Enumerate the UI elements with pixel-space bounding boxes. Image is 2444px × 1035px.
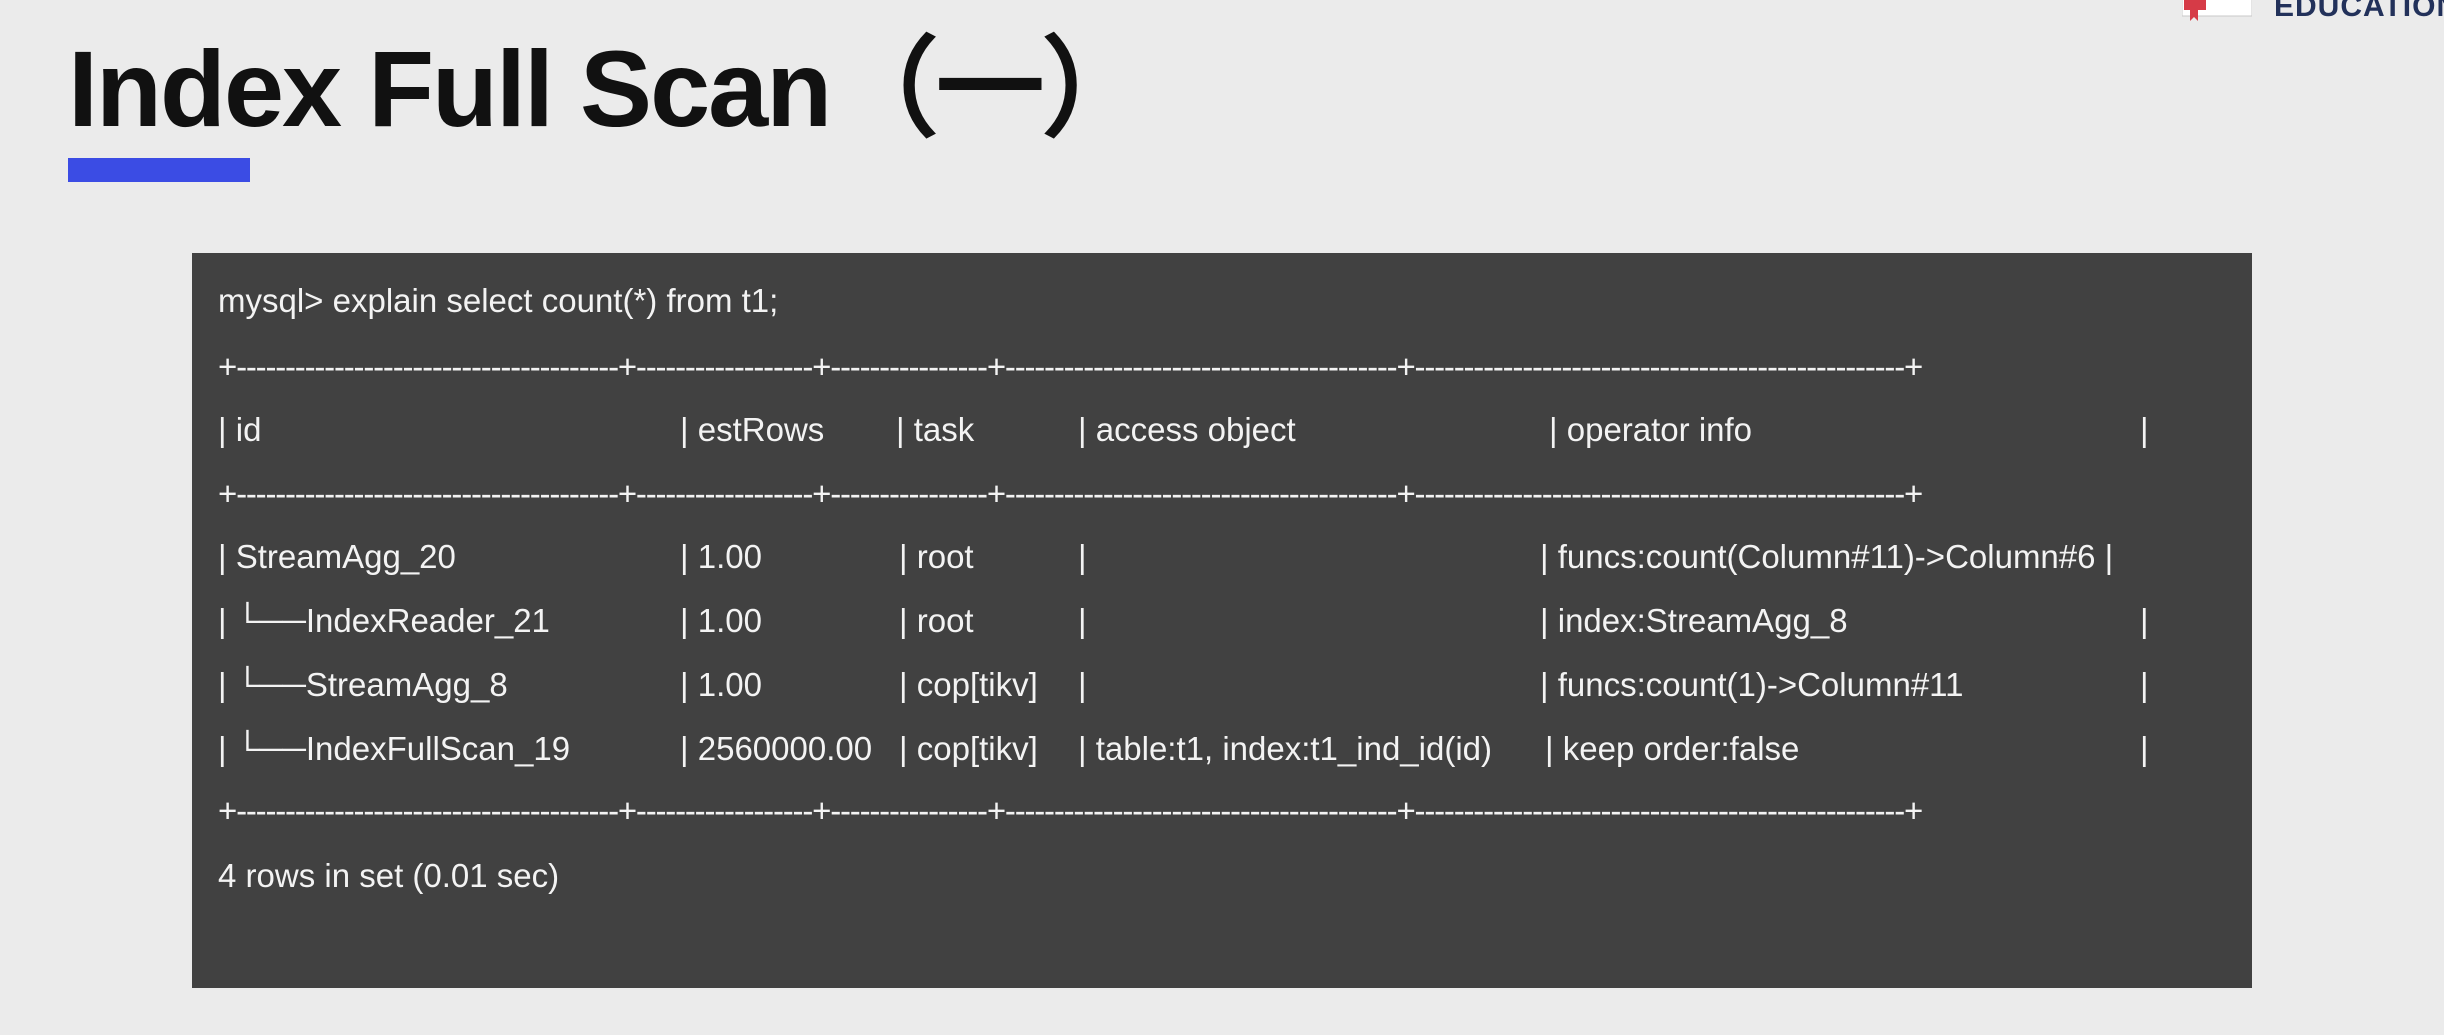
education-logo: EDUCATION <box>2178 0 2444 26</box>
cell-end-border: | <box>2140 730 2149 767</box>
cell-operator-info: | funcs:count(1)->Column#11 <box>1540 666 1964 703</box>
cell-operator-info: | funcs:count(Column#11)->Column#6 | <box>1540 538 2114 575</box>
slide-title: Index Full Scan（一） <box>68 28 1150 149</box>
logo-text: EDUCATION <box>2274 0 2444 23</box>
cell-id: | StreamAgg_20 <box>218 538 456 575</box>
header-operator-info: | operator info <box>1549 411 1753 448</box>
cell-task: | root <box>899 602 974 639</box>
cell-task: | cop[tikv] <box>899 666 1038 703</box>
cell-task: | root <box>899 538 974 575</box>
header-id: | id <box>218 411 262 448</box>
cell-end-border: | <box>2140 602 2149 639</box>
cell-access-object: | <box>1078 666 1087 703</box>
cell-access-object: | table:t1, index:t1_ind_id(id) <box>1078 730 1492 767</box>
cell-access-object: | <box>1078 538 1087 575</box>
cell-estrows: | 1.00 <box>680 602 762 639</box>
header-access-object: | access object <box>1078 411 1296 448</box>
header-end-border: | <box>2140 411 2149 448</box>
cell-operator-info: | index:StreamAgg_8 <box>1540 602 1848 639</box>
cell-id: | └──StreamAgg_8 <box>218 666 508 703</box>
result-summary: 4 rows in set (0.01 sec) <box>218 857 560 894</box>
cell-id: | └──IndexFullScan_19 <box>218 730 571 767</box>
cell-id: | └──IndexReader_21 <box>218 602 550 639</box>
title-underline <box>68 158 250 182</box>
cell-end-border: | <box>2140 666 2149 703</box>
terminal-output: mysql> explain select count(*) from t1; … <box>192 253 2252 988</box>
table-border-mid: +---------------------------------------… <box>218 475 1923 512</box>
cell-access-object: | <box>1078 602 1087 639</box>
header-task: | task <box>896 411 975 448</box>
sql-prompt: mysql> explain select count(*) from t1; <box>218 282 779 319</box>
cell-operator-info: | keep order:false <box>1545 730 1800 767</box>
table-border-bottom: +---------------------------------------… <box>218 792 1923 829</box>
cell-estrows: | 1.00 <box>680 666 762 703</box>
header-estrows: | estRows <box>680 411 825 448</box>
book-logo-icon <box>2182 0 2252 21</box>
cell-estrows: | 2560000.00 <box>680 730 873 767</box>
cell-estrows: | 1.00 <box>680 538 762 575</box>
cell-task: | cop[tikv] <box>899 730 1038 767</box>
table-border-top: +---------------------------------------… <box>218 348 1923 385</box>
